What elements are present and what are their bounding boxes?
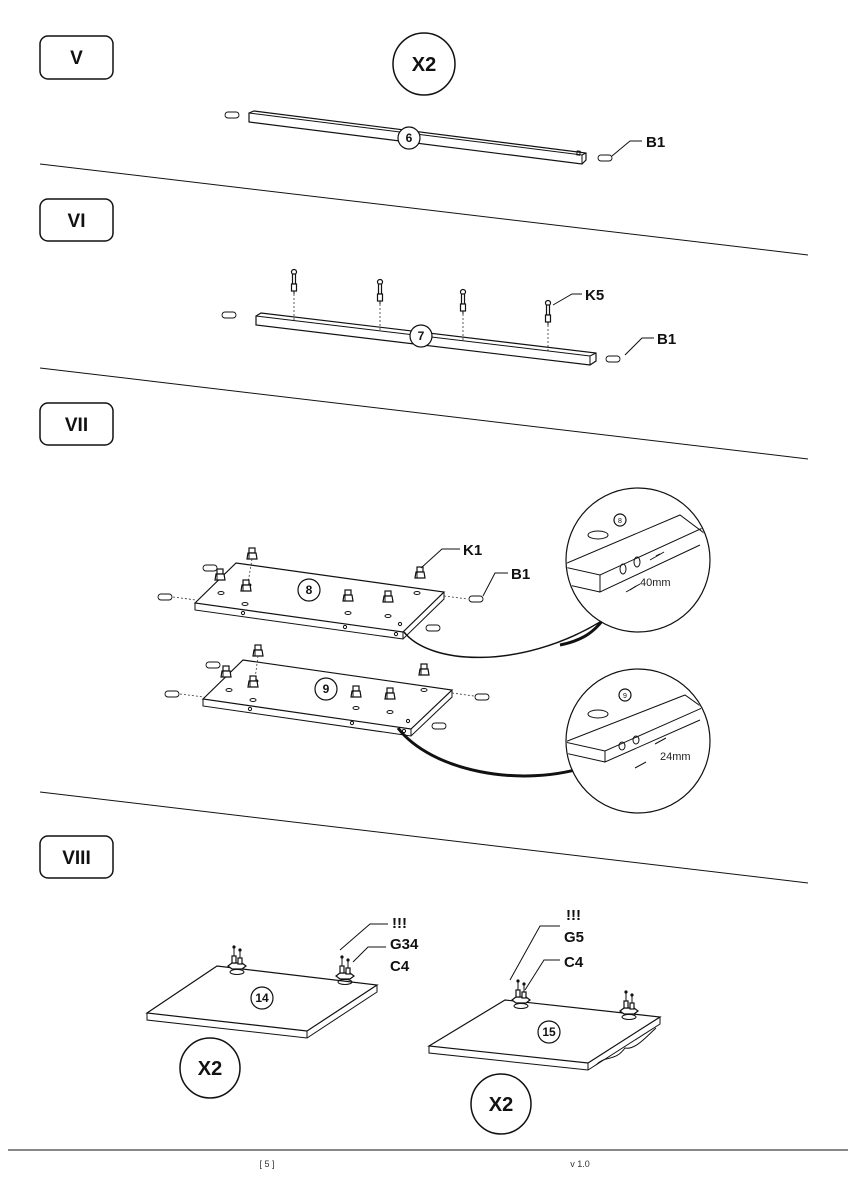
part-number: 7 [418,329,425,343]
step-divider [39,163,809,256]
camlock-icon [220,665,232,678]
part-number: 8 [306,583,313,597]
measurement-label: 40mm [640,577,671,589]
part-number-circle [250,986,274,1010]
step-badge [39,35,114,80]
multiplier-circle [179,1037,241,1099]
detail-number: 8 [618,518,622,525]
part-number: 14 [255,991,269,1005]
part-number-circle [397,126,421,150]
warning-label: !!! [392,915,407,932]
dowel-icon [157,593,173,601]
bolt-icon [459,288,467,315]
callout-label: G5 [564,929,584,946]
part-number: 6 [406,131,413,145]
multiplier-label: X2 [489,1094,513,1116]
dowel-icon [431,722,447,730]
camlock-icon [214,568,226,581]
bolt-icon [376,278,384,305]
bracket-icon [335,954,355,986]
camlock-icon [418,663,430,676]
part-number-circle [297,578,321,602]
warning-label: !!! [566,907,581,924]
detail-view-9: 9 24mm [565,668,711,814]
step-number: VII [65,415,88,436]
bolt-icon [290,268,298,295]
camlock-icon [382,590,394,603]
part-number: 9 [323,682,330,696]
dowel-icon [202,564,218,572]
camlock-icon [252,644,264,657]
callout-label: B1 [646,134,665,151]
step-divider [39,367,809,460]
step-v: V X2 6 B1 [39,32,665,165]
camlock-icon [246,547,258,560]
camlock-icon [247,675,259,688]
dowel-icon [224,111,240,119]
multiplier-circle [392,32,456,96]
page-number: [ 5 ] [259,1159,274,1169]
multiplier-label: X2 [198,1058,222,1080]
dowel-icon [468,595,484,603]
detail-view-8: 8 40mm [565,487,711,633]
camlock-icon [342,589,354,602]
shelf-panel-8 [193,562,446,640]
dowel-icon [221,311,237,319]
bolt-icon [544,299,552,326]
callout-label: B1 [657,331,676,348]
bolt-group [290,268,552,352]
callout-label: B1 [511,566,530,583]
callout-label: C4 [564,954,584,971]
dowel-icon [605,355,621,363]
step-divider [39,791,809,884]
part-number: 15 [542,1025,556,1039]
step-viii: VIII 14 !!! G34 C4 X2 15 !!! G5 C4 [39,835,662,1135]
multiplier-circle [470,1073,532,1135]
camlock-icon [414,566,426,579]
callout-label: K5 [585,287,604,304]
camlock-icon [240,579,252,592]
camlock-icon [384,687,396,700]
dowel-icon [164,690,180,698]
camlock-icon [350,685,362,698]
callout-label: K1 [463,542,482,559]
callout-label: C4 [390,958,410,975]
multiplier-label: X2 [412,54,436,76]
dowel-icon [474,693,490,701]
detail-number: 9 [623,693,627,700]
part-number-circle [537,1020,561,1044]
part-number-circle [409,324,433,348]
step-number: VI [68,211,86,232]
step-vii: VII 8 K1 [39,402,711,814]
step-number: V [70,48,83,69]
step-badge [39,198,114,242]
step-number: VIII [62,848,91,869]
version-label: v 1.0 [570,1159,590,1169]
dowel-icon [205,661,221,669]
measurement-label: 24mm [660,751,691,763]
dowel-icon [597,154,613,162]
step-badge [39,835,114,879]
step-badge [39,402,114,446]
step-vi: VI 7 K5 B1 [39,198,676,366]
part-number-circle [314,677,338,701]
dowel-icon [425,624,441,632]
callout-label: G34 [390,936,419,953]
